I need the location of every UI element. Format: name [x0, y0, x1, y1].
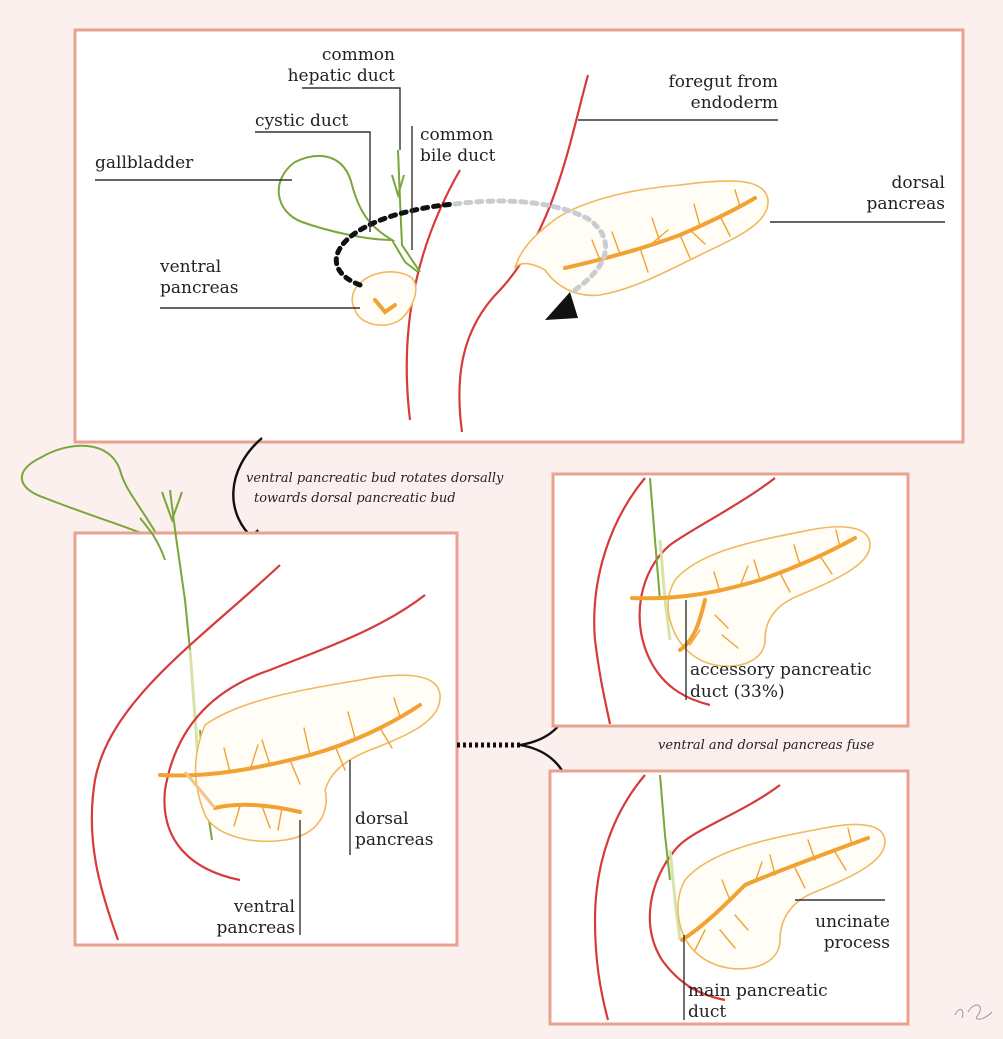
svg-text:duct: duct	[688, 1002, 726, 1022]
svg-text:gallbladder: gallbladder	[95, 153, 194, 173]
svg-text:foregut from: foregut from	[668, 72, 778, 92]
caption-rotation-line1: ventral pancreatic bud rotates dorsally	[246, 471, 504, 486]
svg-text:pancreas: pancreas	[355, 830, 434, 850]
caption-rotation-line2: towards dorsal pancreatic bud	[254, 491, 456, 506]
svg-text:ventral: ventral	[159, 257, 221, 277]
svg-text:dorsal: dorsal	[891, 173, 945, 193]
rotation-step: ventral pancreatic bud rotates dorsally …	[233, 438, 504, 545]
svg-text:pancreas: pancreas	[216, 918, 295, 938]
top-panel: common hepatic duct cystic duct common b…	[75, 30, 963, 442]
svg-text:accessory pancreatic: accessory pancreatic	[690, 660, 872, 680]
caption-fuse: ventral and dorsal pancreas fuse	[658, 738, 875, 753]
svg-text:bile duct: bile duct	[420, 146, 496, 166]
svg-text:dorsal: dorsal	[355, 809, 409, 829]
svg-text:endoderm: endoderm	[691, 93, 778, 113]
right-bottom-panel: uncinate process main pancreatic duct	[550, 771, 908, 1024]
svg-text:main pancreatic: main pancreatic	[688, 981, 828, 1001]
artist-signature	[955, 1005, 992, 1019]
svg-text:uncinate: uncinate	[815, 912, 890, 932]
svg-text:pancreas: pancreas	[160, 278, 239, 298]
right-top-panel: accessory pancreatic duct (33%)	[553, 474, 908, 726]
svg-text:pancreas: pancreas	[866, 194, 945, 214]
svg-text:duct (33%): duct (33%)	[690, 682, 785, 702]
svg-text:cystic duct: cystic duct	[255, 111, 348, 131]
svg-text:common: common	[322, 45, 395, 65]
svg-text:common: common	[420, 125, 493, 145]
middle-gallbladder	[22, 446, 160, 540]
svg-text:ventral: ventral	[233, 897, 295, 917]
svg-text:process: process	[824, 933, 890, 953]
rotation-step-arrow	[233, 438, 262, 540]
top-panel-frame	[75, 30, 963, 442]
svg-text:hepatic duct: hepatic duct	[288, 66, 396, 86]
